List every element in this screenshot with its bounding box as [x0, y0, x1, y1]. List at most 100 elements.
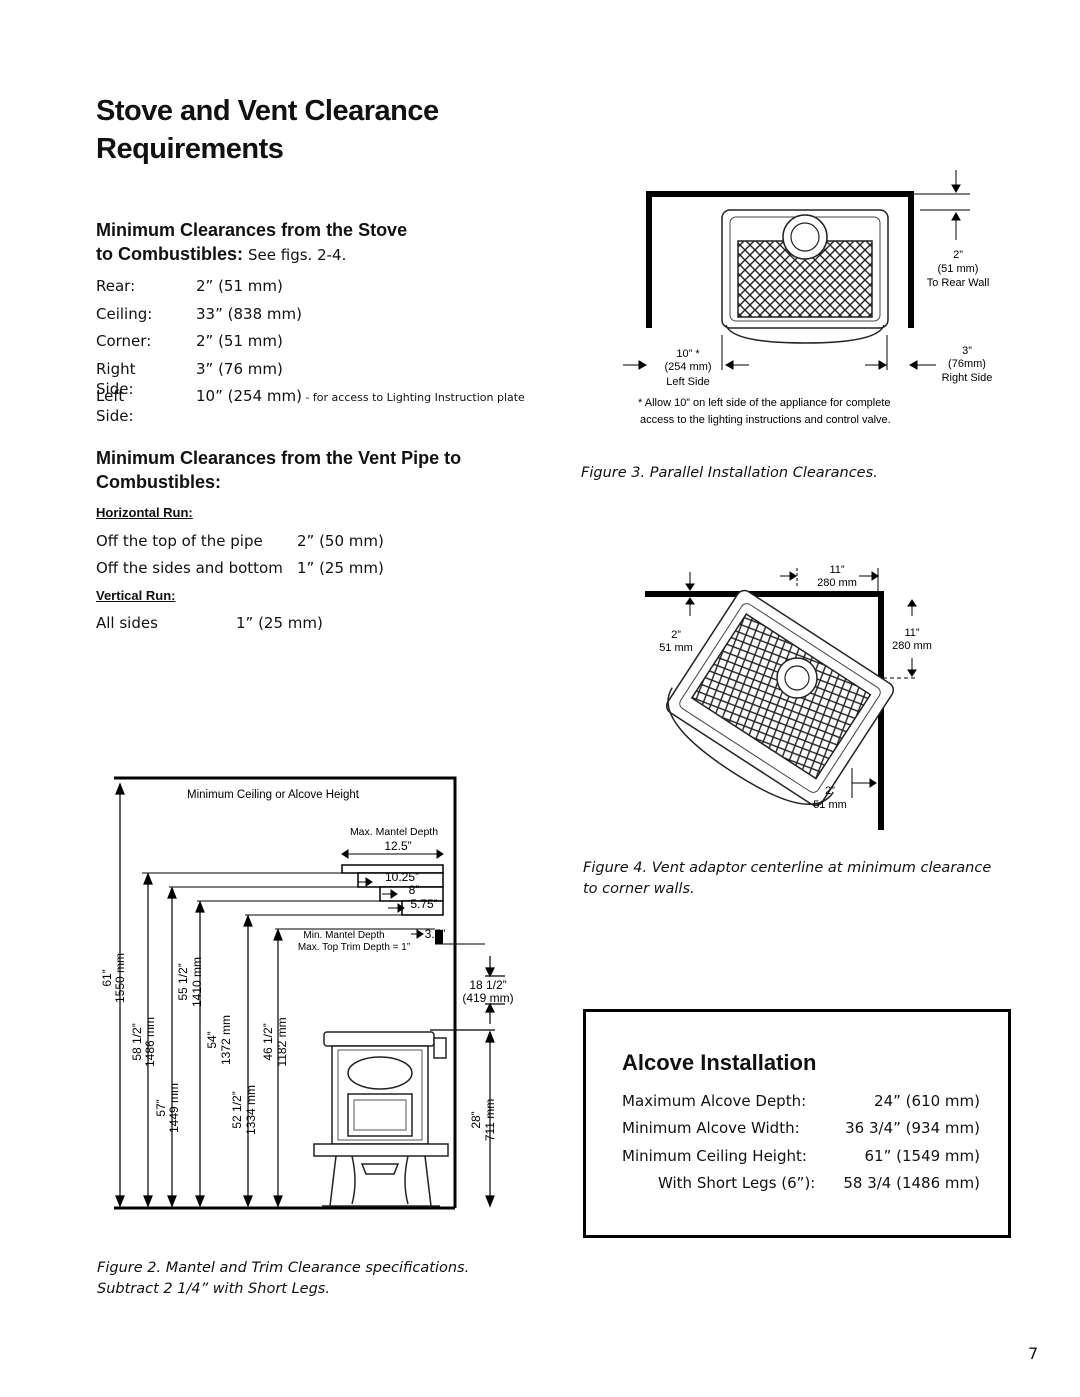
- fig2-d575: 5.75”: [410, 897, 437, 911]
- vent-heading-line2: Combustibles:: [96, 472, 222, 492]
- fig2-mantel-steps: [341, 864, 444, 916]
- fig3-right-dimension: [865, 335, 936, 370]
- fig3-stove-top: [721, 209, 889, 344]
- fig2-min-ceiling: Minimum Ceiling or Alcove Height: [187, 789, 360, 801]
- vertical-row-label: All sides: [96, 614, 158, 632]
- fig3-walls: [646, 191, 914, 328]
- vertical-row-value: 1” (25 mm): [236, 614, 323, 632]
- fig4-bottom-dimension: [851, 768, 877, 798]
- fig2-v61mm: 1550 mm: [113, 953, 127, 1003]
- fig2-d125: 12.5”: [384, 839, 411, 853]
- fig2-v555: 55 1/2”: [176, 963, 190, 1000]
- alcove-title: Alcove Installation: [622, 1050, 817, 1075]
- alcove-row: Maximum Alcove Depth: 24” (610 mm): [622, 1092, 980, 1110]
- figure4-caption-line2: to corner walls.: [583, 881, 695, 897]
- figure2-caption-line2: Subtract 2 1/4” with Short Legs.: [97, 1281, 330, 1297]
- figure3-diagram: 2” (51 mm) To Rear Wall 10” * (254 mm) L…: [623, 170, 993, 426]
- fig3-rear-dimension: [900, 170, 970, 240]
- fig3-right-text: Right Side: [942, 372, 993, 384]
- vertical-run-row: All sides 1” (25 mm): [96, 613, 323, 633]
- fig2-d35: 3.5”: [425, 927, 446, 941]
- figure2-caption: Figure 2. Mantel and Trim Clearance spec…: [97, 1258, 469, 1300]
- fig2-ceiling-wall: [114, 776, 457, 1208]
- figure2-caption-line1: Figure 2. Mantel and Trim Clearance spec…: [97, 1260, 470, 1276]
- stove-heading-line2-wrap: to Combustibles: See figs. 2-4.: [96, 242, 407, 266]
- fig2-v57: 57”: [154, 1099, 168, 1116]
- fig4-top-mm: 280 mm: [817, 577, 857, 589]
- fig2-v465mm: 1182 mm: [275, 1017, 289, 1066]
- page-title-line2: Requirements: [96, 133, 284, 165]
- see-figs-text: See figs. 2-4.: [248, 246, 347, 264]
- fig4-left-mm: 51 mm: [659, 642, 693, 654]
- horizontal-row-label: Off the sides and bottom: [96, 559, 283, 577]
- fig2-max-mantel-depth: Max. Mantel Depth: [350, 826, 438, 838]
- page-title: Stove and Vent Clearance Requirements: [96, 92, 439, 168]
- fig4-vent-inner: [784, 665, 810, 691]
- figure2-diagram: Minimum Ceiling or Alcove Height Max. Ma…: [100, 776, 514, 1210]
- figure3-caption: Figure 3. Parallel Installation Clearanc…: [581, 465, 878, 481]
- stove-row-value: 3” (76 mm): [196, 359, 283, 378]
- stove-row-label: Ceiling:: [96, 304, 153, 323]
- horizontal-run-row: Off the sides and bottom 1” (25 mm): [96, 558, 384, 578]
- alcove-row: Minimum Alcove Width: 36 3/4” (934 mm): [622, 1119, 980, 1137]
- alcove-row: With Short Legs (6”): 58 3/4 (1486 mm): [622, 1174, 980, 1192]
- fig2-min-mantel-depth: Min. Mantel Depth: [303, 930, 384, 941]
- vertical-run-label: Vertical Run:: [96, 588, 176, 603]
- stove-row-value: 2” (51 mm): [196, 277, 283, 295]
- fig2-v61: 61”: [100, 969, 114, 986]
- horizontal-row-label: Off the top of the pipe: [96, 532, 263, 550]
- alcove-row-label: Minimum Alcove Width:: [622, 1119, 800, 1137]
- fig2-vertical-arrows: [115, 782, 505, 1208]
- alcove-installation-box: Alcove Installation Maximum Alcove Depth…: [583, 1009, 1011, 1238]
- vent-clearances-heading: Minimum Clearances from the Vent Pipe to…: [96, 446, 461, 494]
- stove-heading-line1: Minimum Clearances from the Stove: [96, 220, 408, 240]
- alcove-row: Minimum Ceiling Height: 61” (1549 mm): [622, 1147, 980, 1165]
- alcove-row-label: Maximum Alcove Depth:: [622, 1092, 807, 1110]
- alcove-row-value: 36 3/4” (934 mm): [845, 1119, 980, 1137]
- fig4-right-mm: 280 mm: [892, 640, 932, 652]
- horizontal-row-value: 1” (25 mm): [297, 559, 384, 577]
- fig3-left-text: Left Side: [666, 376, 709, 388]
- alcove-row-value: 24” (610 mm): [874, 1092, 980, 1110]
- fig3-left-dimension: [623, 335, 749, 370]
- fig2-d8: 8”: [409, 883, 420, 897]
- stove-row-label: Rear:: [96, 277, 136, 295]
- stove-heading-line2: to Combustibles:: [96, 244, 243, 264]
- vent-heading-line1: Minimum Clearances from the Vent Pipe to: [96, 448, 462, 468]
- fig2-v585: 58 1/2”: [130, 1023, 144, 1060]
- fig3-note-line2: access to the lighting instructions and …: [640, 414, 891, 426]
- fig4-left-in: 2”: [671, 629, 681, 641]
- fig2-h185mm: (419 mm): [462, 991, 513, 1005]
- fig3-rear-in: 2”: [953, 249, 963, 261]
- fig2-v465: 46 1/2”: [261, 1023, 275, 1060]
- horizontal-row-value: 2” (50 mm): [297, 532, 384, 550]
- figure4-caption-line1: Figure 4. Vent adaptor centerline at min…: [583, 860, 992, 876]
- fig3-left-in: 10” *: [676, 348, 700, 360]
- fig3-left-mm: (254 mm): [664, 361, 711, 373]
- fig2-v28mm: 711 mm: [483, 1099, 497, 1141]
- fig2-v28: 28”: [469, 1111, 483, 1128]
- alcove-row-value: 58 3/4 (1486 mm): [843, 1174, 980, 1192]
- fig3-rear-mm: (51 mm): [938, 263, 979, 275]
- stove-row-value: 10” (254 mm): [196, 387, 302, 405]
- fig4-bottom-in: 2”: [825, 785, 835, 797]
- fig2-v54: 54”: [205, 1031, 219, 1048]
- fig4-top-dimension: [780, 568, 879, 591]
- stove-row-label: Corner:: [96, 332, 152, 350]
- stove-row-note: - for access to Lighting Instruction pla…: [301, 391, 525, 404]
- horizontal-run-label: Horizontal Run:: [96, 505, 193, 520]
- fig3-note-line1: * Allow 10” on left side of the applianc…: [638, 397, 891, 409]
- stove-clearances-heading: Minimum Clearances from the Stove to Com…: [96, 218, 407, 266]
- fig2-v525mm: 1334 mm: [244, 1085, 258, 1135]
- fig2-vertical-labels: 61” 1550 mm 58 1/2” 1486 mm 57” 1449 mm …: [100, 953, 497, 1141]
- figure4-diagram: 11” 280 mm 2” 51 mm 11” 280 mm 2” 51 mm: [645, 564, 932, 830]
- fig2-h185: 18 1/2”: [469, 978, 506, 992]
- stove-row-value: 2” (51 mm): [196, 332, 283, 350]
- fig4-top-in: 11”: [829, 564, 844, 576]
- fig2-v585mm: 1486 mm: [143, 1017, 157, 1067]
- figure4-caption: Figure 4. Vent adaptor centerline at min…: [583, 858, 991, 900]
- fig2-stove: [313, 1031, 449, 1207]
- fig4-bottom-mm: 51 mm: [813, 799, 847, 811]
- fig2-v555mm: 1410 mm: [190, 957, 204, 1007]
- fig3-right-in: 3”: [962, 345, 972, 357]
